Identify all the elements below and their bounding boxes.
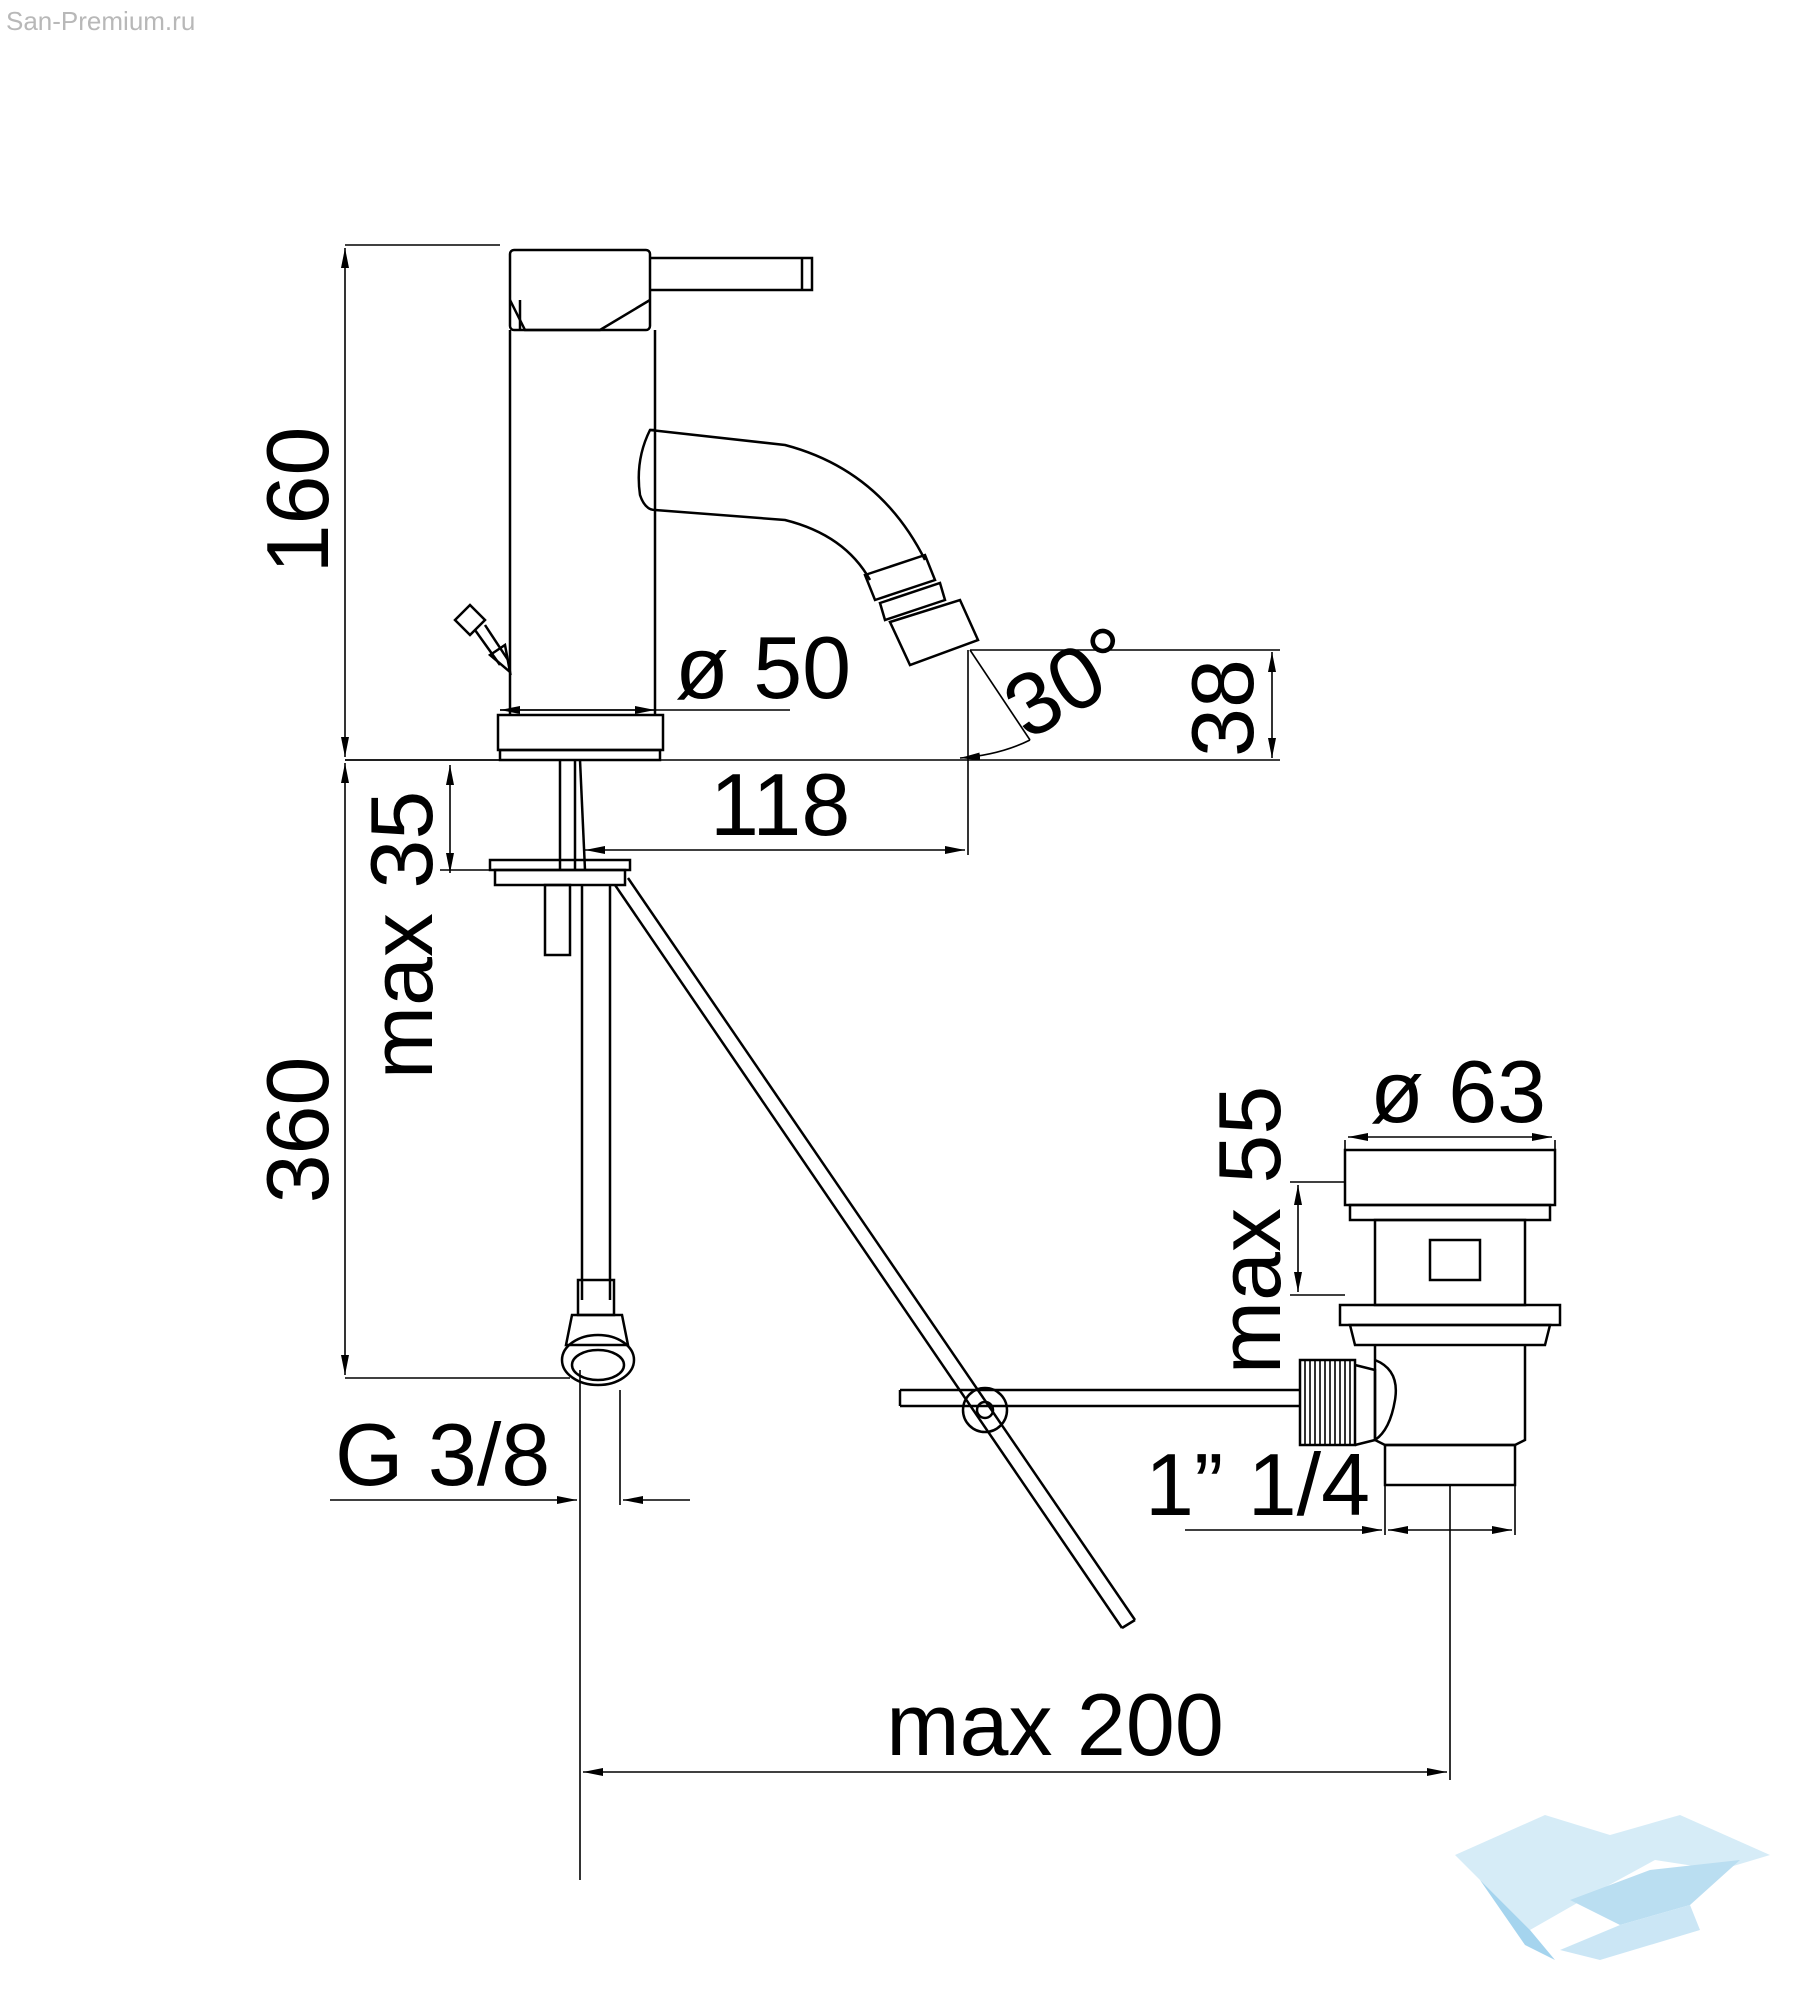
label-diameter-63: ø 63 xyxy=(1370,1042,1546,1141)
label-spout-38: 38 xyxy=(1173,659,1272,757)
label-reach-118: 118 xyxy=(710,755,850,854)
underdeck-assembly xyxy=(488,759,636,1387)
dimension-lines xyxy=(330,244,1556,1880)
label-hose-360: 360 xyxy=(248,1057,347,1204)
label-waste-thread: 1” 1/4 xyxy=(1145,1435,1370,1534)
popup-rod xyxy=(613,877,1300,1630)
knurl-lines xyxy=(1304,1360,1351,1445)
waste-valve xyxy=(1298,1148,1562,1487)
popup-knob xyxy=(453,603,512,676)
label-height-160: 160 xyxy=(248,427,347,574)
label-angle-30: 30° xyxy=(987,605,1152,757)
label-max-55: max 55 xyxy=(1200,1086,1299,1375)
label-thread-g38: G 3/8 xyxy=(335,1405,550,1504)
spout xyxy=(637,428,980,667)
label-max-35: max 35 xyxy=(352,791,451,1080)
bathtub-logo xyxy=(1455,1815,1770,1960)
watermark-text: San-Premium.ru xyxy=(6,6,196,36)
label-diameter-50: ø 50 xyxy=(675,618,851,717)
label-max-200: max 200 xyxy=(886,1675,1224,1774)
